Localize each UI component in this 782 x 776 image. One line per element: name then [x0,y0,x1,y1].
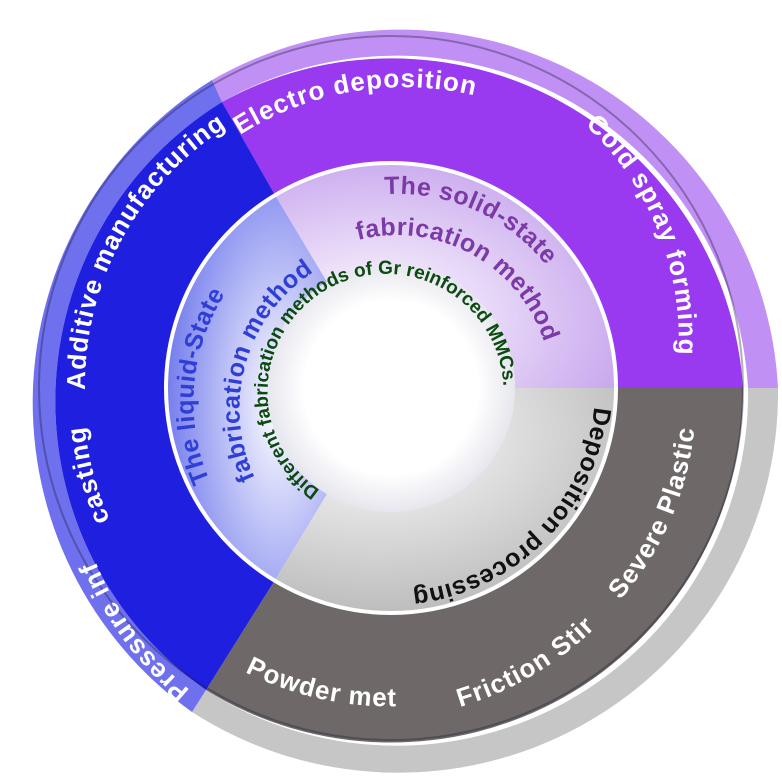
inner-segment-solid [275,162,617,388]
inner-segment-liquid [166,195,327,580]
outer-ring-shadow-purple [212,29,778,388]
center-circle [267,264,515,512]
outer-segment-deposition [222,58,743,388]
outer-ring-shadows [32,29,779,773]
outer-segment-solid [206,388,744,743]
inner-ring [164,161,618,615]
outer-ring-shadow-blue [32,80,223,712]
inner-segment-deposition [275,388,616,613]
outer-ring-shadow-gray [192,388,779,773]
